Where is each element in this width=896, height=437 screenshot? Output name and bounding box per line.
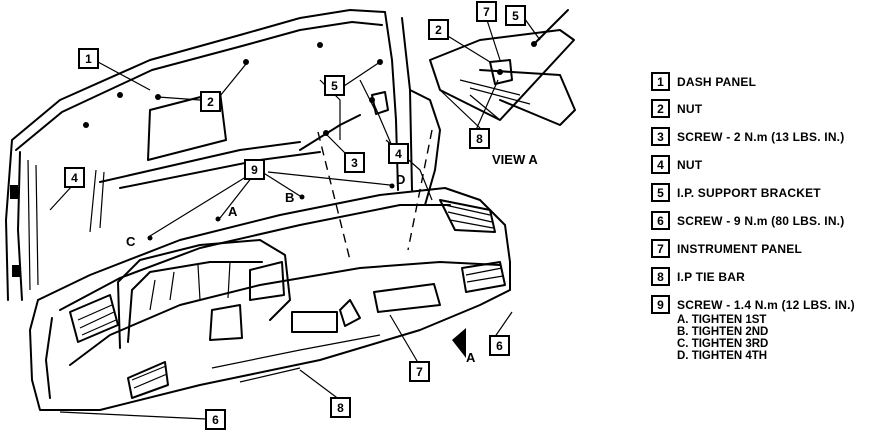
screw-9-leaders [147,171,395,241]
legend-item: 3 SCREW - 2 N.m (13 LBS. IN.) [651,127,844,146]
view-a-arrow [452,328,466,358]
callout-view-nut: 2 [428,19,449,40]
svg-text:7: 7 [483,5,490,19]
instrument-panel-drawing [29,187,511,411]
svg-text:8: 8 [337,401,344,415]
svg-text:9: 9 [657,298,664,312]
legend-item: 8 I.P TIE BAR [651,267,745,286]
callout-tiebar-bottom: 8 [330,397,351,418]
callout-bracket: 5 [324,75,345,96]
svg-text:2: 2 [657,102,664,116]
callout-view-panel: 7 [476,1,497,22]
legend-item: 2 NUT [651,99,703,118]
svg-text:NUT: NUT [677,158,703,172]
view-a-title: VIEW A [492,152,538,167]
svg-text:2: 2 [207,95,214,109]
svg-text:DASH PANEL: DASH PANEL [677,75,756,89]
callout-view-screw: 5 [505,5,526,26]
callout-nut: 2 [200,91,221,112]
svg-text:1: 1 [657,75,664,89]
sequence-letter-d: D [396,172,405,187]
legend-substep: A. TIGHTEN 1ST [677,314,766,326]
legend-substep: C. TIGHTEN 3RD [677,338,768,350]
legend: 1 DASH PANEL 2 NUT 3 SCREW - 2 N.m (13 L… [651,72,855,362]
svg-text:6: 6 [212,413,219,427]
legend-item: 1 DASH PANEL [651,72,756,91]
svg-text:8: 8 [476,132,483,146]
reference-lines [317,129,433,261]
callout-nut-4-left: 4 [64,167,85,188]
callout-screw-1-4nm: 9 [244,159,265,180]
legend-substep: B. TIGHTEN 2ND [677,326,768,338]
svg-text:7: 7 [416,365,423,379]
callout-view-tiebar: 8 [469,128,490,149]
view-a-arrow-letter: A [466,350,476,365]
svg-text:I.P. SUPPORT BRACKET: I.P. SUPPORT BRACKET [677,186,821,200]
svg-text:4: 4 [657,158,664,172]
svg-text:2: 2 [435,23,442,37]
legend-item: 5 I.P. SUPPORT BRACKET [651,183,821,202]
svg-text:5: 5 [331,79,338,93]
svg-text:9: 9 [251,163,258,177]
sequence-letter-c: C [126,234,136,249]
svg-text:SCREW - 9 N.m (80 LBS. IN.): SCREW - 9 N.m (80 LBS. IN.) [677,214,844,228]
svg-text:3: 3 [351,156,358,170]
svg-text:8: 8 [657,270,664,284]
legend-item: 9 SCREW - 1.4 N.m (12 LBS. IN.) A. TIGHT… [651,295,855,362]
svg-text:6: 6 [496,339,503,353]
callout-screw-9nm-bottom: 6 [205,409,226,430]
svg-text:NUT: NUT [677,102,703,116]
svg-text:6: 6 [657,214,664,228]
svg-text:5: 5 [657,186,664,200]
callout-dash-panel: 1 [78,48,99,69]
svg-text:4: 4 [395,147,402,161]
view-a-inset [429,9,576,129]
svg-text:3: 3 [657,130,664,144]
sequence-letter-b: B [285,190,294,205]
svg-text:SCREW - 1.4 N.m (12 LBS. IN.): SCREW - 1.4 N.m (12 LBS. IN.) [677,298,855,312]
legend-item: 4 NUT [651,155,703,174]
svg-text:SCREW - 2 N.m (13 LBS. IN.): SCREW - 2 N.m (13 LBS. IN.) [677,130,844,144]
callout-panel-bottom: 7 [409,361,430,382]
legend-item: 7 INSTRUMENT PANEL [651,239,802,258]
sequence-letter-a: A [228,204,238,219]
legend-substep: D. TIGHTEN 4TH [677,350,767,362]
callout-screw-9nm-right: 6 [489,335,510,356]
svg-text:1: 1 [85,52,92,66]
dash-panel-drawing [5,9,441,301]
svg-text:4: 4 [71,171,78,185]
svg-text:7: 7 [657,242,664,256]
svg-text:5: 5 [512,9,519,23]
callout-screw-2nm: 3 [344,152,365,173]
svg-text:I.P TIE BAR: I.P TIE BAR [677,270,745,284]
callout-nut-4-right: 4 [388,143,409,164]
svg-text:INSTRUMENT PANEL: INSTRUMENT PANEL [677,242,802,256]
legend-item: 6 SCREW - 9 N.m (80 LBS. IN.) [651,211,844,230]
